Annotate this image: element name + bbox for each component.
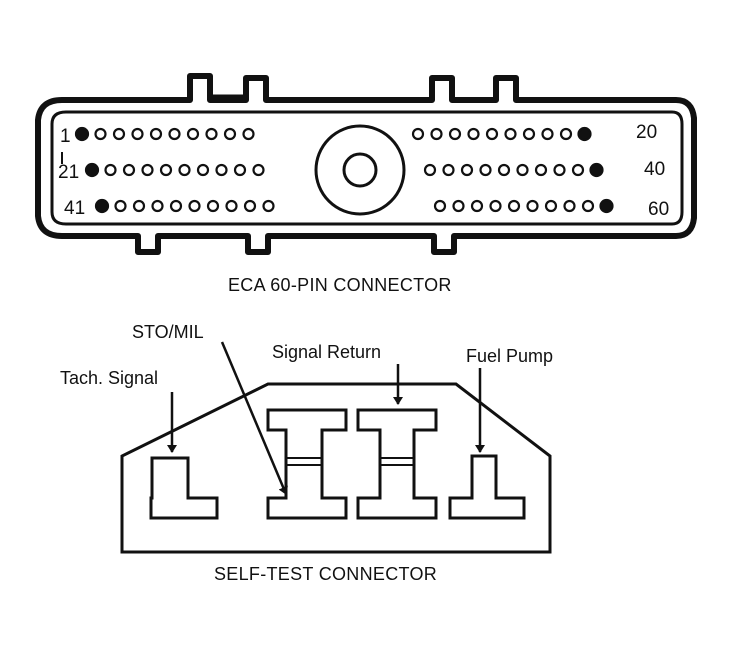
pin-label-40: 40 — [644, 159, 665, 180]
eca-pin-53 — [470, 199, 484, 213]
eca-center-boss-outer — [314, 124, 406, 216]
self-test-connector: Tach. Signal STO/MIL Signal Return Fuel … — [60, 322, 553, 584]
fuel-pump-terminal — [448, 454, 526, 520]
sto-mil-label: STO/MIL — [132, 322, 204, 342]
eca-pin-52 — [452, 199, 465, 213]
eca-pin-7 — [186, 127, 200, 141]
eca-pin-47 — [206, 199, 220, 213]
eca-pin-56 — [526, 199, 539, 213]
eca-pin-15 — [485, 127, 499, 141]
eca-pin-58 — [563, 199, 576, 213]
eca-pin-46 — [188, 199, 201, 213]
eca-pin-33 — [460, 163, 474, 177]
tach-signal-label: Tach. Signal — [60, 368, 158, 388]
eca-pin-26 — [178, 163, 191, 177]
eca-center-boss-inner — [342, 152, 378, 188]
eca-pin-22 — [104, 163, 117, 177]
eca-pin-38 — [553, 163, 566, 177]
eca-pin-21 — [84, 162, 100, 178]
eca-pin-11 — [411, 127, 425, 141]
signal-return-terminal — [356, 408, 438, 520]
eca-pin-13 — [448, 127, 462, 141]
eca-pin-45 — [169, 199, 183, 213]
eca-pin-4 — [131, 127, 144, 141]
eca-pin-19 — [559, 127, 573, 141]
eca-connector: 1 20 21 40 41 60 ECA 60-PIN CONNECTOR — [35, 73, 697, 295]
eca-pin-10 — [242, 127, 255, 141]
eca-pin-49 — [243, 199, 257, 213]
eca-connector-inner-outline — [50, 110, 684, 226]
eca-pin-34 — [479, 163, 492, 177]
eca-pin-43 — [132, 199, 146, 213]
eca-pin-40 — [589, 162, 604, 178]
eca-pin-25 — [159, 163, 173, 177]
eca-pin-54 — [489, 199, 502, 213]
eca-connector-caption: ECA 60-PIN CONNECTOR — [228, 275, 452, 295]
signal-return-label: Signal Return — [272, 342, 381, 362]
eca-pin-27 — [196, 163, 210, 177]
eca-pin-50 — [262, 199, 275, 213]
eca-pin-3 — [112, 127, 126, 141]
eca-pin-28 — [215, 163, 228, 177]
eca-pin-51 — [433, 199, 447, 213]
eca-pin-14 — [467, 127, 480, 141]
eca-pin-12 — [430, 127, 443, 141]
eca-pin-31 — [423, 163, 437, 177]
pin-label-41: 41 — [64, 198, 85, 219]
eca-pin-23 — [122, 163, 136, 177]
eca-pin-59 — [581, 199, 595, 213]
eca-pin-30 — [252, 163, 265, 177]
eca-pin-57 — [544, 199, 558, 213]
pin-label-1: 1 — [60, 126, 71, 147]
sto-mil-terminal — [266, 408, 348, 520]
eca-pin-39 — [571, 163, 585, 177]
eca-pin-17 — [522, 127, 536, 141]
eca-pin-41 — [94, 198, 110, 214]
eca-pin-55 — [507, 199, 521, 213]
eca-pin-8 — [205, 127, 218, 141]
pin-label-20: 20 — [636, 122, 657, 143]
eca-pin-44 — [151, 199, 164, 213]
eca-pin-20 — [577, 126, 592, 142]
tach-signal-terminal — [149, 456, 219, 520]
eca-pin-37 — [534, 163, 548, 177]
eca-pin-29 — [233, 163, 247, 177]
eca-pin-18 — [541, 127, 554, 141]
eca-pin-35 — [497, 163, 511, 177]
eca-pin-1 — [74, 126, 90, 142]
eca-pin-24 — [141, 163, 154, 177]
sto-mil-arrow — [220, 341, 288, 495]
fuel-pump-label: Fuel Pump — [466, 346, 553, 366]
eca-pin-9 — [223, 127, 237, 141]
pin-label-60: 60 — [648, 199, 669, 220]
self-test-housing — [120, 382, 552, 554]
self-test-connector-caption: SELF-TEST CONNECTOR — [214, 564, 437, 584]
eca-pin-2 — [94, 127, 107, 141]
eca-pin-48 — [225, 199, 238, 213]
eca-pin-32 — [442, 163, 455, 177]
eca-pin-36 — [516, 163, 529, 177]
eca-pin-60 — [599, 198, 614, 214]
eca-pin-5 — [149, 127, 163, 141]
eca-pin-16 — [504, 127, 517, 141]
eca-pin-grid — [74, 126, 614, 214]
eca-pin-42 — [114, 199, 127, 213]
pin-label-21: 21 — [58, 162, 79, 183]
eca-pin-6 — [168, 127, 181, 141]
eca-connector-outer-housing — [35, 73, 697, 255]
